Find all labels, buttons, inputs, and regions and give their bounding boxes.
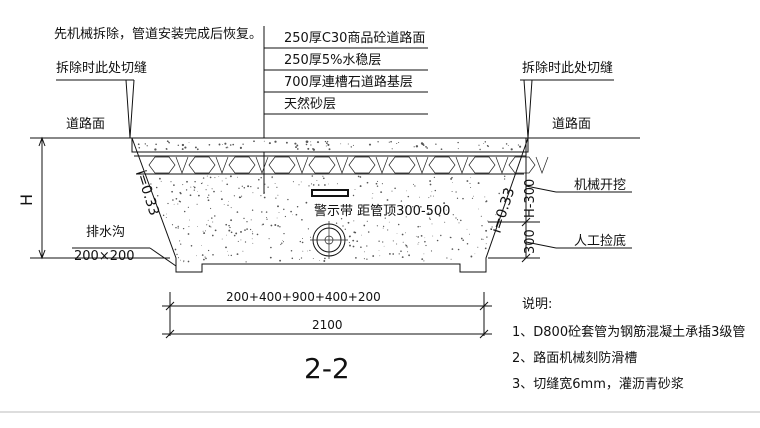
dimension-total-label: 2100 (312, 318, 343, 332)
note-2: 2、路面机械刻防滑槽 (512, 350, 637, 366)
layer-callout: 250厚C30商品砼道路面 250厚5%水稳层 700厚連槽石道路基层 天然砂层 (264, 30, 428, 115)
top-note: 先机械拆除，管道安装完成后恢复。 (54, 27, 262, 42)
concrete-pavement-layer (131, 137, 529, 153)
slope-label-right: i=0.33 (489, 186, 519, 235)
d800-pipe (310, 221, 348, 259)
mech-dimension-label: H-300 (523, 179, 538, 218)
manual-label: 人工捡底 (574, 233, 626, 249)
sand-fill (150, 175, 506, 263)
trench-outline (131, 137, 529, 273)
road-label-right: 道路面 (552, 116, 591, 132)
mech-label: 机械开挖 (574, 178, 626, 193)
layer-label-2: 250厚5%水稳层 (284, 52, 381, 68)
warning-tape (311, 189, 349, 197)
layer-label-4: 天然砂层 (284, 96, 336, 112)
note-3: 3、切缝宽6mm，灌沥青砂浆 (512, 376, 684, 392)
section-title: 2-2 (304, 352, 350, 385)
cut-marker-left (125, 79, 135, 139)
manual-dimension-label: 300 (523, 229, 538, 254)
road-label-left: 道路面 (66, 116, 105, 132)
dimension-parts-label: 200+400+900+400+200 (226, 290, 381, 304)
layer-label-3: 700厚連槽石道路基层 (284, 74, 413, 90)
note-1: 1、D800砼套管为钢筋混凝土承插3级管 (512, 324, 745, 340)
cut-label-left: 拆除时此处切缝 (56, 61, 147, 76)
notes-title: 说明: (522, 297, 552, 312)
slope-label-left: i=0.33 (132, 168, 162, 217)
gravel-base-layer (148, 156, 549, 174)
cut-marker-right (523, 79, 533, 139)
h-dimension-label: H (17, 194, 36, 206)
warning-tape-label: 警示带 距管顶300-500 (314, 203, 450, 219)
cut-label-right: 拆除时此处切缝 (522, 61, 613, 76)
layer-label-1: 250厚C30商品砼道路面 (284, 30, 425, 46)
concrete-speckles (137, 140, 522, 151)
ditch-size: 200×200 (74, 249, 135, 264)
ditch-label: 排水沟 (86, 225, 125, 240)
